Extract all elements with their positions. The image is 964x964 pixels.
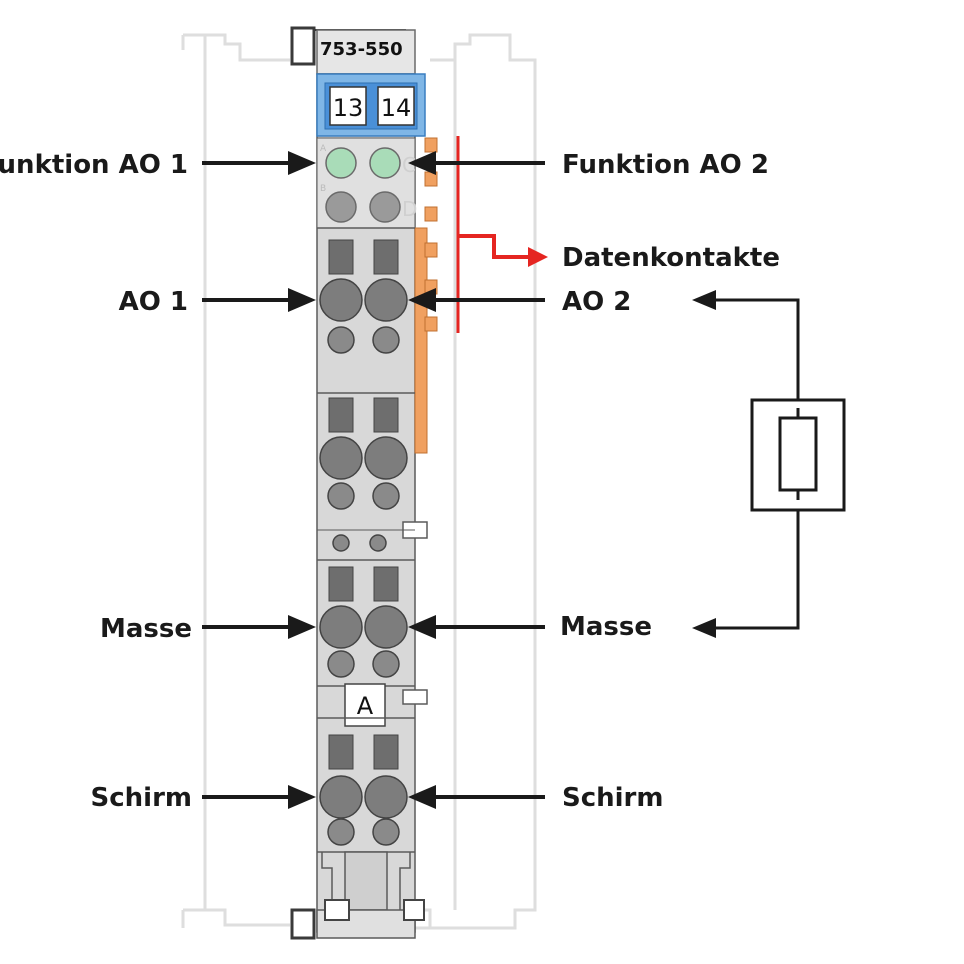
clamp-masse-left[interactable] <box>319 605 363 649</box>
led-d <box>369 191 401 223</box>
led-d-letter: D <box>402 197 417 221</box>
release-slot[interactable] <box>373 734 399 770</box>
led-function-ao1 <box>325 147 357 179</box>
label-datenkontakte: Datenkontakte <box>562 243 780 273</box>
label-schirm-right: Schirm <box>562 783 663 813</box>
resistor-icon <box>778 416 818 492</box>
code-letter: A <box>357 692 374 720</box>
label-ao1: AO 1 <box>119 287 188 317</box>
led-function-ao2 <box>369 147 401 179</box>
label-funktion-ao1: Funktion AO 1 <box>0 150 188 180</box>
clamp-schirm-left[interactable] <box>319 775 363 819</box>
label-masse-right: Masse <box>560 612 652 642</box>
led-b-letter: B <box>320 184 326 194</box>
clamp-schirm-right[interactable] <box>364 775 408 819</box>
release-slot[interactable] <box>328 239 354 275</box>
release-slot[interactable] <box>328 566 354 602</box>
right-arrows <box>408 151 545 809</box>
label-schirm-left: Schirm <box>91 783 192 813</box>
clamp[interactable] <box>364 436 408 480</box>
clamp-ao1[interactable] <box>319 278 363 322</box>
module-housing: 753-550 13 14 A C B D <box>290 26 438 940</box>
release-slot[interactable] <box>373 239 399 275</box>
left-arrows <box>202 151 316 809</box>
clamp[interactable] <box>319 436 363 480</box>
led-a-letter: A <box>320 144 327 154</box>
terminal-14-marker <box>377 86 415 126</box>
clamp-masse-right[interactable] <box>364 605 408 649</box>
led-c-letter: C <box>402 153 416 177</box>
code-letter-plate <box>344 683 386 727</box>
label-ao2: AO 2 <box>562 287 631 317</box>
release-slot[interactable] <box>373 566 399 602</box>
neighbor-outline-left <box>181 33 290 928</box>
led-b <box>325 191 357 223</box>
release-slot[interactable] <box>373 397 399 433</box>
terminal-14-label: 14 <box>381 94 412 122</box>
data-contact-strip <box>414 227 428 454</box>
terminal-13-label: 13 <box>333 94 364 122</box>
release-slot[interactable] <box>328 734 354 770</box>
release-slot[interactable] <box>328 397 354 433</box>
label-funktion-ao2: Funktion AO 2 <box>562 150 769 180</box>
part-number-label: 753-550 <box>320 39 403 60</box>
label-masse-left: Masse <box>100 614 192 644</box>
load-circuit <box>692 290 846 638</box>
release-lever[interactable] <box>344 851 388 911</box>
clamp-ao2[interactable] <box>364 278 408 322</box>
terminal-13-marker <box>329 86 367 126</box>
